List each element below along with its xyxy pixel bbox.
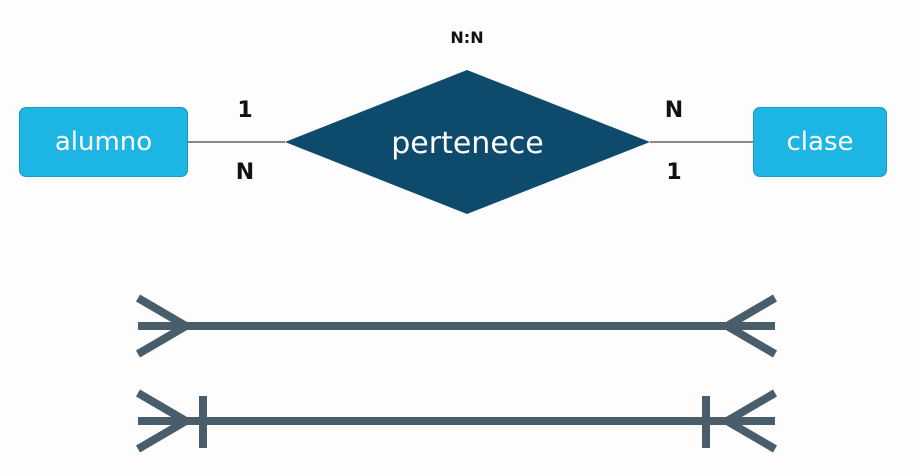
cardinality-left-bottom: N	[235, 160, 255, 185]
crowsfoot-left-1	[135, 294, 194, 358]
crowsfoot-many-to-many	[135, 294, 778, 358]
entity-alumno: alumno	[19, 107, 188, 177]
cardinality-right-bottom: 1	[666, 160, 682, 185]
cardinality-title: N:N	[450, 28, 484, 47]
entity-clase-label: clase	[786, 127, 854, 157]
crowsfoot-one-or-many	[135, 389, 778, 453]
crowsfoot-right-2	[719, 389, 778, 453]
cardinality-left-top: 1	[237, 98, 253, 123]
entity-alumno-label: alumno	[54, 127, 153, 157]
relationship-diamond	[285, 70, 650, 214]
crowsfoot-left-2	[135, 389, 194, 453]
crowsfoot-right-1	[719, 294, 778, 358]
cardinality-right-top: N	[664, 98, 684, 123]
entity-clase: clase	[753, 107, 887, 177]
relationship-label: pertenece	[391, 125, 544, 161]
